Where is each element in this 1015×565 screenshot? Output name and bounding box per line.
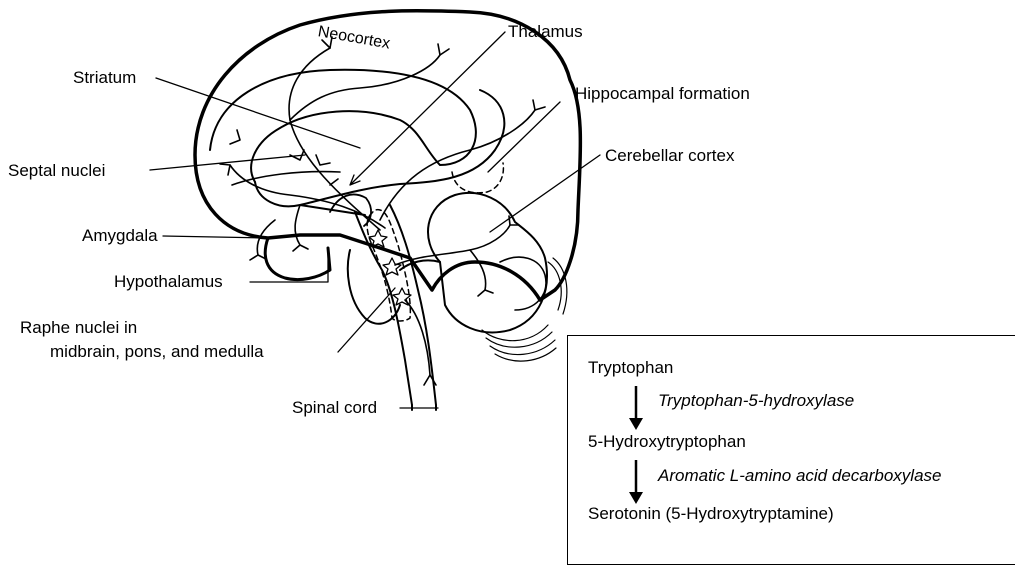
leader-septal [150, 155, 305, 170]
enzyme-tryptophan-hydroxylase: Tryptophan-5-hydroxylase [658, 391, 854, 411]
arrow-down-icon [626, 458, 646, 506]
step-tryptophan: Tryptophan [588, 358, 673, 378]
pons-outline [348, 250, 400, 324]
label-raphe-line2: midbrain, pons, and medulla [50, 342, 264, 362]
leader-raphe [338, 288, 395, 352]
label-thalamus: Thalamus [508, 22, 583, 42]
enzyme2-l: L [730, 466, 739, 485]
label-hippocampal-formation: Hippocampal formation [575, 84, 750, 104]
label-cerebellar-cortex: Cerebellar cortex [605, 146, 734, 166]
step-5-hydroxytryptophan: 5-Hydroxytryptophan [588, 432, 746, 452]
label-hypothalamus: Hypothalamus [114, 272, 223, 292]
serotonin-pathway-figure: Neocortex Thalamus Striatum Hippocampal … [0, 0, 1015, 545]
enzyme-aromatic-decarboxylase: Aromatic L-amino acid decarboxylase [658, 466, 941, 486]
label-amygdala: Amygdala [82, 226, 158, 246]
temporal-lobe-outline [265, 238, 330, 280]
label-septal-nuclei: Septal nuclei [8, 161, 105, 181]
leader-thalamus [350, 32, 505, 185]
raphe-dashed-column [367, 210, 410, 321]
biosynthesis-box: Tryptophan Tryptophan-5-hydroxylase 5-Hy… [567, 335, 1015, 565]
step-serotonin: Serotonin (5-Hydroxytryptamine) [588, 504, 834, 524]
arrow-down-icon [626, 384, 646, 432]
label-striatum: Striatum [73, 68, 136, 88]
leader-hippocampal [488, 102, 560, 172]
enzyme2-prefix: Aromatic [658, 466, 730, 485]
raphe-star-2 [383, 258, 401, 275]
label-spinal-cord: Spinal cord [292, 398, 377, 418]
leader-cerebellar [490, 155, 600, 232]
enzyme2-suffix: -amino acid decarboxylase [739, 466, 941, 485]
label-raphe-line1: Raphe nuclei in [20, 318, 137, 338]
